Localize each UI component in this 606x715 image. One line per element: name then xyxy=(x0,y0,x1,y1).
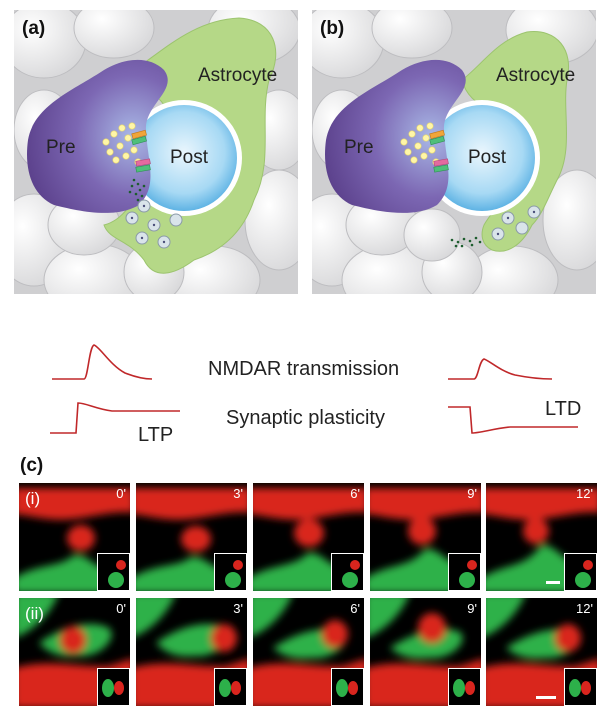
time-label: 9' xyxy=(467,601,477,616)
panel-c-label: (c) xyxy=(20,455,43,477)
time-label: 9' xyxy=(467,486,477,501)
row-label-ii: (ii) xyxy=(25,604,44,624)
plasticity-label: Synaptic plasticity xyxy=(226,407,385,430)
astrocyte-label: Astrocyte xyxy=(198,65,277,87)
frame-i-12: 12' xyxy=(486,483,597,591)
nmdar-label: NMDAR transmission xyxy=(208,358,399,381)
scale-bar xyxy=(536,696,556,699)
time-label: 12' xyxy=(576,486,593,501)
frame-ii-6: 6' xyxy=(253,598,364,706)
time-label: 12' xyxy=(576,601,593,616)
frame-ii-9: 9' xyxy=(370,598,481,706)
time-label: 3' xyxy=(233,486,243,501)
frame-i-9: 9' xyxy=(370,483,481,591)
frame-i-3: 3' xyxy=(136,483,247,591)
ltd-label: LTD xyxy=(545,398,581,421)
ltp-label: LTP xyxy=(138,424,173,447)
panel-a: (a) Pre Post Astrocyte xyxy=(14,10,298,294)
timelapse-row-i: 0' 3' xyxy=(19,483,597,591)
time-label: 3' xyxy=(233,601,243,616)
row-label-i: (i) xyxy=(25,489,40,509)
time-label: 0' xyxy=(116,601,126,616)
time-label: 6' xyxy=(350,486,360,501)
nmdar-trace-right xyxy=(448,359,552,379)
frame-ii-12: 12' xyxy=(486,598,597,706)
time-label: 6' xyxy=(350,601,360,616)
panel-b: (b) Pre Post Astrocyte xyxy=(312,10,596,294)
panel-b-label: (b) xyxy=(320,18,344,40)
pre-label: Pre xyxy=(344,137,374,159)
astrocyte-label: Astrocyte xyxy=(496,65,575,87)
frame-ii-3: 3' xyxy=(136,598,247,706)
timelapse-row-ii: 0' 3' xyxy=(19,598,597,706)
pre-label: Pre xyxy=(46,137,76,159)
trace-section: NMDAR transmission Synaptic plasticity L… xyxy=(0,335,606,445)
panel-c-grid: 0' 3' xyxy=(19,483,597,707)
inset xyxy=(97,553,130,591)
panel-a-label: (a) xyxy=(22,18,45,40)
time-label: 0' xyxy=(116,486,126,501)
nmdar-trace-left xyxy=(52,345,152,379)
frame-i-6: 6' xyxy=(253,483,364,591)
post-label: Post xyxy=(468,147,506,169)
scale-bar xyxy=(546,581,560,584)
post-label: Post xyxy=(170,147,208,169)
